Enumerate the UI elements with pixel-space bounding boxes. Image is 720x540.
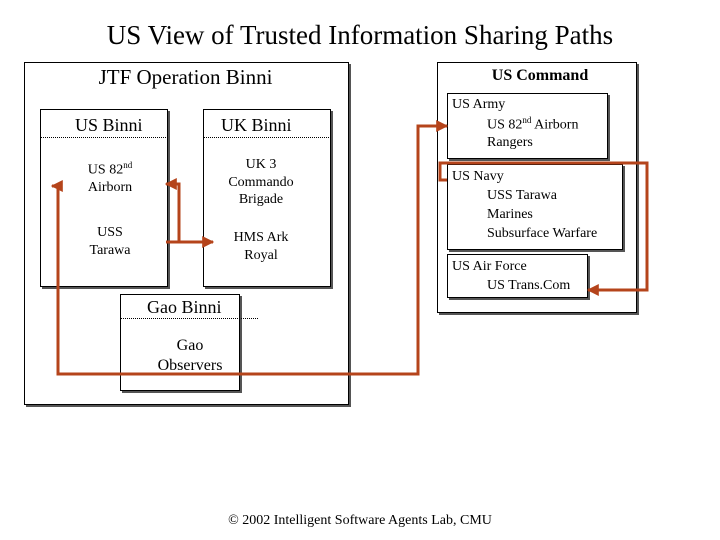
us-command-title: US Command <box>491 67 589 84</box>
us-air-force-transcom: US Trans.Com <box>487 278 571 293</box>
us-air-force-heading: US Air Force <box>452 259 527 274</box>
observers-text: Observers <box>157 357 223 374</box>
us-army-heading: US Army <box>452 97 506 112</box>
brigade-text: Brigade <box>238 192 284 207</box>
gao-binni-divider <box>120 318 258 319</box>
army-airborn-text: Airborn <box>531 117 579 133</box>
us-army-82nd-label: US 82nd Airborn <box>487 115 578 134</box>
us-navy-heading: US Navy <box>452 169 504 184</box>
royal-text: Royal <box>244 247 278 263</box>
uss-text: USS <box>97 225 123 240</box>
path-82nd-to-us-army <box>50 120 449 376</box>
uss-tarawa-label: USS Tarawa <box>54 224 166 259</box>
tarawa-text: Tarawa <box>89 242 131 258</box>
hms-ark-text: HMS Ark <box>233 230 289 245</box>
path-group <box>50 120 649 376</box>
gao-binni-heading: Gao Binni <box>147 297 222 317</box>
us-navy-box <box>447 164 623 250</box>
path-tarawa-to-uk-commando <box>164 178 181 244</box>
us-army-box <box>447 93 608 159</box>
page-title: US View of Trusted Information Sharing P… <box>106 20 614 50</box>
us-navy-subsurface-warfare: Subsurface Warfare <box>487 226 598 241</box>
us-navy-uss-tarawa: USS Tarawa <box>487 188 557 203</box>
path-navy-to-air-force <box>438 161 649 296</box>
us-navy-marines: Marines <box>487 207 533 222</box>
us-air-force-box <box>447 254 588 298</box>
jtf-panel-title: JTF Operation Binni <box>98 65 273 89</box>
hms-ark-royal-label: HMS Ark Royal <box>203 229 319 264</box>
gao-text: Gao <box>176 337 204 354</box>
footer-copyright: © 2002 Intelligent Software Agents Lab, … <box>228 513 492 528</box>
army-82nd-text: US 82 <box>487 117 523 133</box>
us-army-rangers: Rangers <box>487 135 533 150</box>
army-82nd-sup: nd <box>522 115 532 125</box>
gao-observers-label: Gao Observers <box>120 336 260 376</box>
